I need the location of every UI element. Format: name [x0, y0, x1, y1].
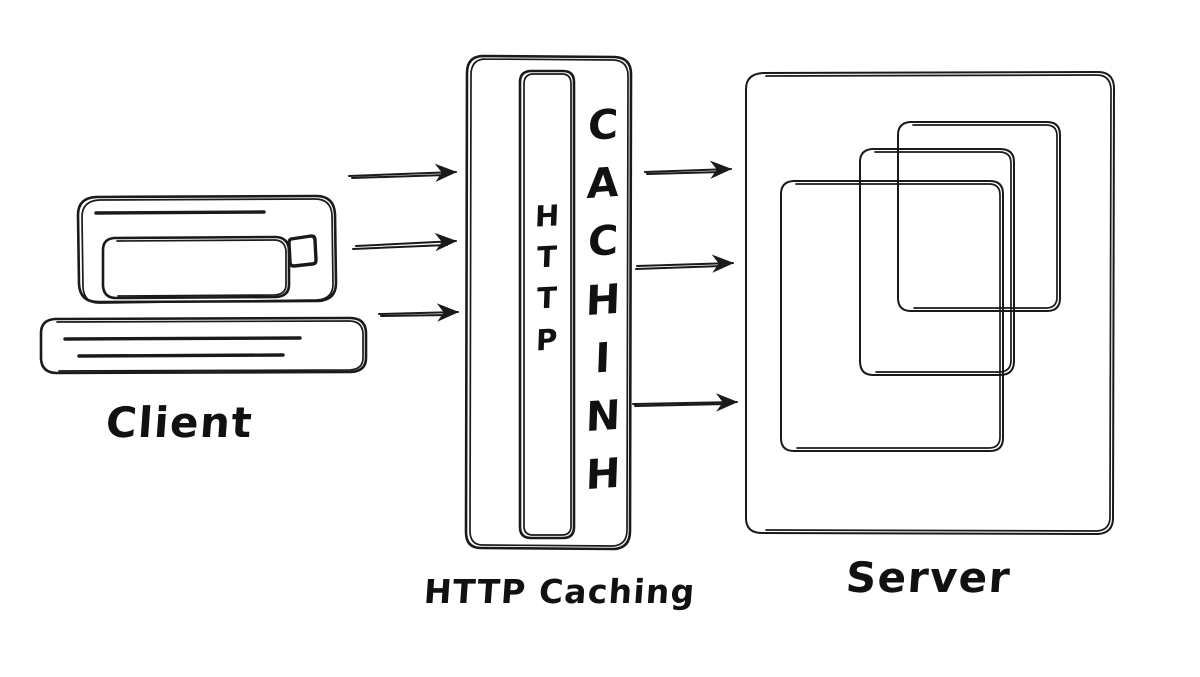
server-inner-box-1: [780, 180, 1004, 452]
server-stack-icon: [745, 71, 1115, 535]
server-outer-box: [745, 71, 1115, 535]
monitor-bezel-outline-echo: [81, 198, 334, 304]
vertical-letter: P: [535, 321, 559, 358]
client-computer-icon: [39, 194, 368, 375]
cache-inner-box: [518, 69, 576, 540]
monitor-top-line: [94, 210, 266, 215]
cache-outer-box: [464, 54, 633, 551]
vertical-letter: H: [584, 449, 622, 500]
arrow-cache-server-3[interactable]: [632, 393, 738, 412]
edge-group-cache-server: [632, 160, 738, 412]
server-inner-box-3: [897, 121, 1061, 312]
monitor-screen: [101, 235, 291, 300]
monitor-bezel-outline: [76, 194, 338, 304]
cache-inner-box-echo: [523, 73, 572, 536]
monitor-screen-echo: [116, 239, 287, 297]
arrow-client-cache-2-echo: [352, 244, 448, 250]
vertical-letter: C: [587, 216, 619, 267]
server-inner-box-2: [859, 148, 1015, 376]
arrow-client-cache-2[interactable]: [355, 232, 457, 252]
server-outer-box-echo: [765, 74, 1112, 532]
server-inner-box-1-echo: [795, 183, 1001, 449]
client-label: Client: [104, 398, 255, 447]
http-caching-box-icon: [464, 54, 633, 551]
vertical-letter: I: [594, 333, 612, 383]
vertical-letter: C: [587, 100, 619, 150]
keyboard-line-2: [77, 353, 285, 358]
keyboard-base: [39, 316, 368, 375]
monitor-side-button: [287, 234, 318, 268]
edge-group-client-cache: [348, 163, 459, 322]
vertical-letter: T: [536, 280, 558, 316]
arrow-cache-server-2[interactable]: [636, 254, 734, 273]
arrow-client-cache-3[interactable]: [378, 303, 459, 322]
arrow-client-cache-1-echo: [351, 174, 447, 179]
arrow-cache-server-2-echo: [635, 265, 723, 270]
arrow-cache-server-1-echo: [646, 171, 723, 175]
arrow-cache-server-3-echo: [634, 403, 728, 407]
vertical-letter: H: [584, 274, 622, 325]
arrow-client-cache-1[interactable]: [348, 163, 457, 182]
vertical-letter: T: [536, 239, 558, 275]
keyboard-base-echo: [56, 320, 364, 372]
server-label: Server: [844, 553, 1013, 602]
http-caching-label: HTTP Caching: [422, 572, 697, 611]
server-inner-box-3-echo: [912, 124, 1058, 309]
vertical-letter: N: [584, 390, 622, 442]
vertical-letter: A: [586, 158, 620, 209]
arrow-client-cache-3-echo: [380, 314, 450, 317]
arrow-cache-server-1[interactable]: [644, 160, 732, 179]
keyboard-line-1: [63, 336, 302, 341]
vertical-letter: H: [534, 198, 560, 234]
server-inner-box-2-echo: [874, 151, 1012, 373]
cache-outer-box-echo: [469, 58, 629, 547]
